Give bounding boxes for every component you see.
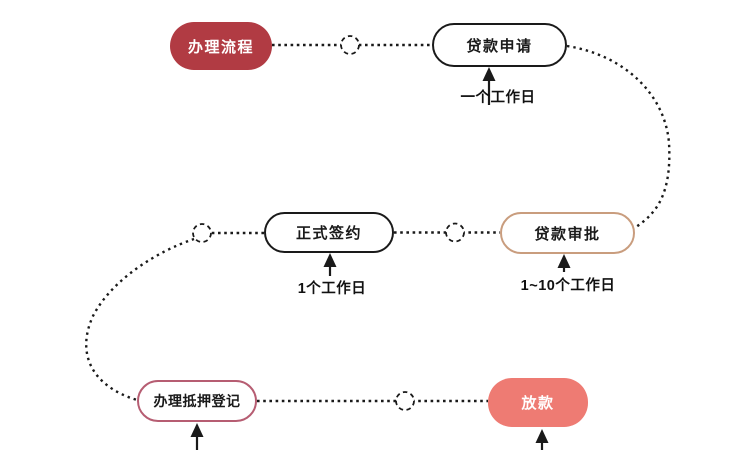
waypoint-circle-3: [192, 223, 212, 243]
node-formal-signing: 正式签约: [264, 212, 394, 253]
waypoint-circle-1: [340, 35, 360, 55]
arrow-loan-application: [482, 67, 496, 105]
connector-application-to-approval-arc: [566, 44, 671, 228]
node-disbursement: 放款: [488, 378, 588, 427]
node-mortgage-registration: 办理抵押登记: [137, 380, 257, 422]
duration-label-loan-application: 一个工作日: [460, 90, 536, 106]
waypoint-circle-4: [395, 391, 415, 411]
node-process: 办理流程: [170, 22, 272, 70]
arrow-disbursement: [535, 429, 549, 450]
waypoint-circle-2: [445, 222, 465, 243]
arrow-mortgage-registration: [190, 423, 204, 450]
arrow-formal-signing: [323, 253, 337, 276]
connector-signing-to-mortgage-arc: [85, 237, 195, 402]
arrow-loan-approval: [557, 254, 571, 272]
node-loan-approval: 贷款审批: [500, 212, 635, 254]
duration-label-formal-signing: 1个工作日: [297, 281, 367, 297]
node-loan-application: 贷款申请: [432, 23, 567, 67]
duration-label-loan-approval: 1~10个工作日: [520, 278, 616, 294]
